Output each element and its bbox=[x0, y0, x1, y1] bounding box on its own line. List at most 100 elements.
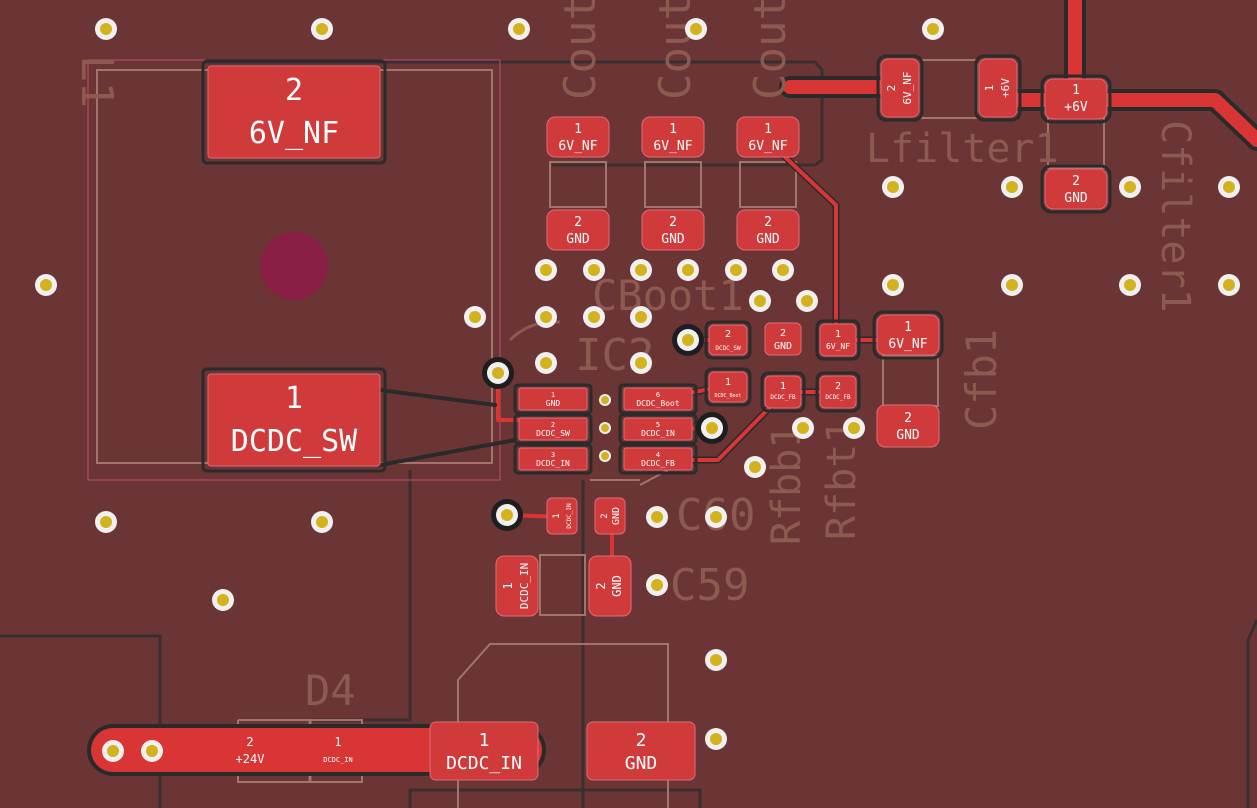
refdes-lfilter: Lfilter1 bbox=[866, 126, 1059, 172]
pad-lfilter-2[interactable]: 2 6V_NF bbox=[876, 54, 924, 122]
svg-text:1: 1 bbox=[574, 122, 582, 137]
svg-text:DCDC_IN: DCDC_IN bbox=[323, 756, 353, 764]
pad-l1-2[interactable]: 2 6V_NF bbox=[201, 59, 387, 165]
svg-text:DCDC_SW: DCDC_SW bbox=[715, 345, 741, 352]
svg-text:GND: GND bbox=[1064, 191, 1088, 206]
via-drill bbox=[540, 357, 552, 369]
svg-text:GND: GND bbox=[611, 507, 622, 525]
svg-text:DCDC_FB: DCDC_FB bbox=[770, 394, 796, 401]
via-drill bbox=[107, 745, 119, 757]
svg-text:5: 5 bbox=[656, 421, 660, 429]
svg-text:1: 1 bbox=[904, 320, 912, 335]
svg-text:1: 1 bbox=[551, 391, 555, 399]
pad-cboot-1[interactable]: 1 DCDC_Boot bbox=[704, 367, 752, 407]
pad-cfb-1[interactable]: 1 6V_NF bbox=[872, 310, 944, 360]
svg-text:6V_NF: 6V_NF bbox=[826, 342, 850, 351]
svg-text:2: 2 bbox=[246, 735, 253, 749]
c59-outline bbox=[539, 554, 586, 616]
via-drill bbox=[710, 511, 722, 523]
pad-l1-1[interactable]: 1 DCDC_SW bbox=[201, 367, 387, 473]
refdes-cfb: Cfb1 bbox=[957, 329, 1006, 430]
pad-cout1-1[interactable]: 1 6V_NF bbox=[546, 116, 610, 158]
via-drill bbox=[690, 23, 702, 35]
via-drill bbox=[651, 511, 663, 523]
l1-polarity-dot bbox=[260, 232, 328, 300]
via-drill bbox=[1124, 279, 1136, 291]
svg-text:1: 1 bbox=[983, 85, 996, 92]
pad-lfilter-1[interactable]: 1 +6V bbox=[974, 54, 1022, 122]
pad-ic-6[interactable]: 6 DCDC_Boot bbox=[618, 383, 698, 415]
pad-ic-2[interactable]: 2 DCDC_SW bbox=[513, 413, 593, 445]
pad-rfbt-1[interactable]: 1 6V_NF bbox=[815, 319, 861, 361]
pad-rfbb-1[interactable]: 1 DCDC_FB bbox=[760, 371, 806, 413]
via-drill bbox=[1223, 279, 1235, 291]
svg-text:GND: GND bbox=[661, 232, 685, 247]
svg-text:1: 1 bbox=[334, 735, 341, 749]
pad-cout2-1[interactable]: 1 6V_NF bbox=[641, 116, 705, 158]
pad-cout3-1[interactable]: 1 6V_NF bbox=[736, 116, 800, 158]
via-drill bbox=[777, 264, 789, 276]
via-drill bbox=[710, 733, 722, 745]
pad-c59-1[interactable]: 1 DCDC_IN bbox=[495, 555, 539, 617]
net-via-drill bbox=[706, 422, 718, 434]
pad-cout3-2[interactable]: 2 GND bbox=[736, 209, 800, 251]
svg-text:GND: GND bbox=[625, 753, 658, 774]
via-drill bbox=[754, 295, 766, 307]
pad-cfb-2[interactable]: 2 GND bbox=[876, 404, 940, 448]
svg-text:1: 1 bbox=[780, 381, 786, 392]
net-via-drill bbox=[501, 509, 513, 521]
svg-text:DCDC_IN: DCDC_IN bbox=[536, 459, 570, 468]
cout1-outline bbox=[549, 161, 607, 208]
svg-text:1: 1 bbox=[501, 582, 515, 589]
pad-net: DCDC_SW bbox=[231, 424, 358, 459]
pad-rfbt-2[interactable]: 2 DCDC_FB bbox=[815, 371, 861, 413]
pad-cfilter-1[interactable]: 1 +6V bbox=[1040, 74, 1112, 124]
svg-text:1: 1 bbox=[1072, 83, 1080, 98]
via-drill bbox=[588, 264, 600, 276]
svg-text:2: 2 bbox=[574, 215, 582, 230]
svg-text:1: 1 bbox=[552, 513, 562, 518]
pad-ic-1[interactable]: 1 GND bbox=[513, 383, 593, 415]
pad-ic-5[interactable]: 5 DCDC_IN bbox=[618, 413, 698, 445]
svg-text:6V_NF: 6V_NF bbox=[653, 139, 692, 154]
cout2-outline bbox=[644, 161, 702, 208]
svg-text:DCDC_Boot: DCDC_Boot bbox=[714, 393, 741, 399]
pad-rfbb-2[interactable]: 2 GND bbox=[764, 322, 802, 356]
svg-text:+24V: +24V bbox=[236, 752, 265, 766]
via-drill bbox=[540, 311, 552, 323]
svg-text:+6V: +6V bbox=[1064, 100, 1088, 115]
pad-c59-2[interactable]: 2 GND bbox=[588, 555, 632, 617]
net-via-drill bbox=[492, 367, 504, 379]
pad-d4-1[interactable]: 1 DCDC_IN bbox=[323, 735, 353, 764]
svg-text:2: 2 bbox=[885, 85, 898, 92]
pad-cout1-2[interactable]: 2 GND bbox=[546, 209, 610, 251]
via-drill bbox=[635, 264, 647, 276]
vias bbox=[35, 18, 1240, 762]
via-drill bbox=[540, 264, 552, 276]
svg-text:2: 2 bbox=[835, 381, 841, 392]
pad-d4-2[interactable]: 2 +24V bbox=[236, 735, 265, 766]
via-drill bbox=[801, 295, 813, 307]
pad-cout2-2[interactable]: 2 GND bbox=[641, 209, 705, 251]
svg-text:DCDC_Boot: DCDC_Boot bbox=[636, 399, 680, 408]
via-drill bbox=[1006, 181, 1018, 193]
via-drill bbox=[100, 516, 112, 528]
refdes-cout-c: Cout bbox=[745, 0, 796, 100]
ic-thermal-vias bbox=[599, 394, 611, 462]
pad-c60-2[interactable]: 2 GND bbox=[594, 497, 626, 535]
pad-cboot-2[interactable]: 2 DCDC_SW bbox=[704, 320, 752, 360]
pad-cin-2[interactable]: 2 GND bbox=[586, 721, 696, 781]
pad-cin-1[interactable]: 1 DCDC_IN bbox=[429, 721, 539, 781]
via-drill bbox=[730, 264, 742, 276]
pad-cfilter-2[interactable]: 2 GND bbox=[1040, 164, 1112, 214]
pad-ic-4[interactable]: 4 DCDC_FB bbox=[618, 443, 698, 475]
refdes-l1: L1 bbox=[71, 55, 122, 108]
svg-text:6V_NF: 6V_NF bbox=[888, 337, 927, 352]
svg-text:GND: GND bbox=[610, 575, 624, 597]
pad-c60-1[interactable]: 1 DCDC_IN bbox=[546, 497, 578, 535]
pad-ic-3[interactable]: 3 DCDC_IN bbox=[513, 443, 593, 475]
svg-text:1: 1 bbox=[764, 122, 772, 137]
svg-text:DCDC_IN: DCDC_IN bbox=[641, 429, 675, 438]
svg-text:2: 2 bbox=[594, 582, 608, 589]
